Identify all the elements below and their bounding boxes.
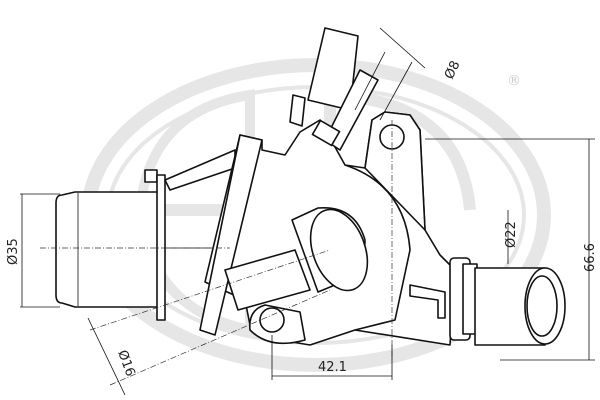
dim-sensor-diameter: Ø8 — [442, 59, 463, 82]
dim-inlet-diameter: Ø35 — [6, 238, 21, 265]
dim-small-pipe-diameter: Ø16 — [114, 348, 137, 378]
temperature-sensor — [289, 27, 379, 151]
inlet-pipe — [55, 149, 236, 321]
dimension-lines — [20, 27, 595, 396]
dim-outlet-diameter: Ø22 — [504, 221, 519, 248]
dim-height: 66.6 — [583, 243, 598, 272]
outlet-pipe — [409, 257, 566, 346]
small-pipe — [224, 207, 369, 311]
dim-mount-distance: 42.1 — [318, 360, 347, 375]
registered-mark: ® — [507, 73, 521, 89]
